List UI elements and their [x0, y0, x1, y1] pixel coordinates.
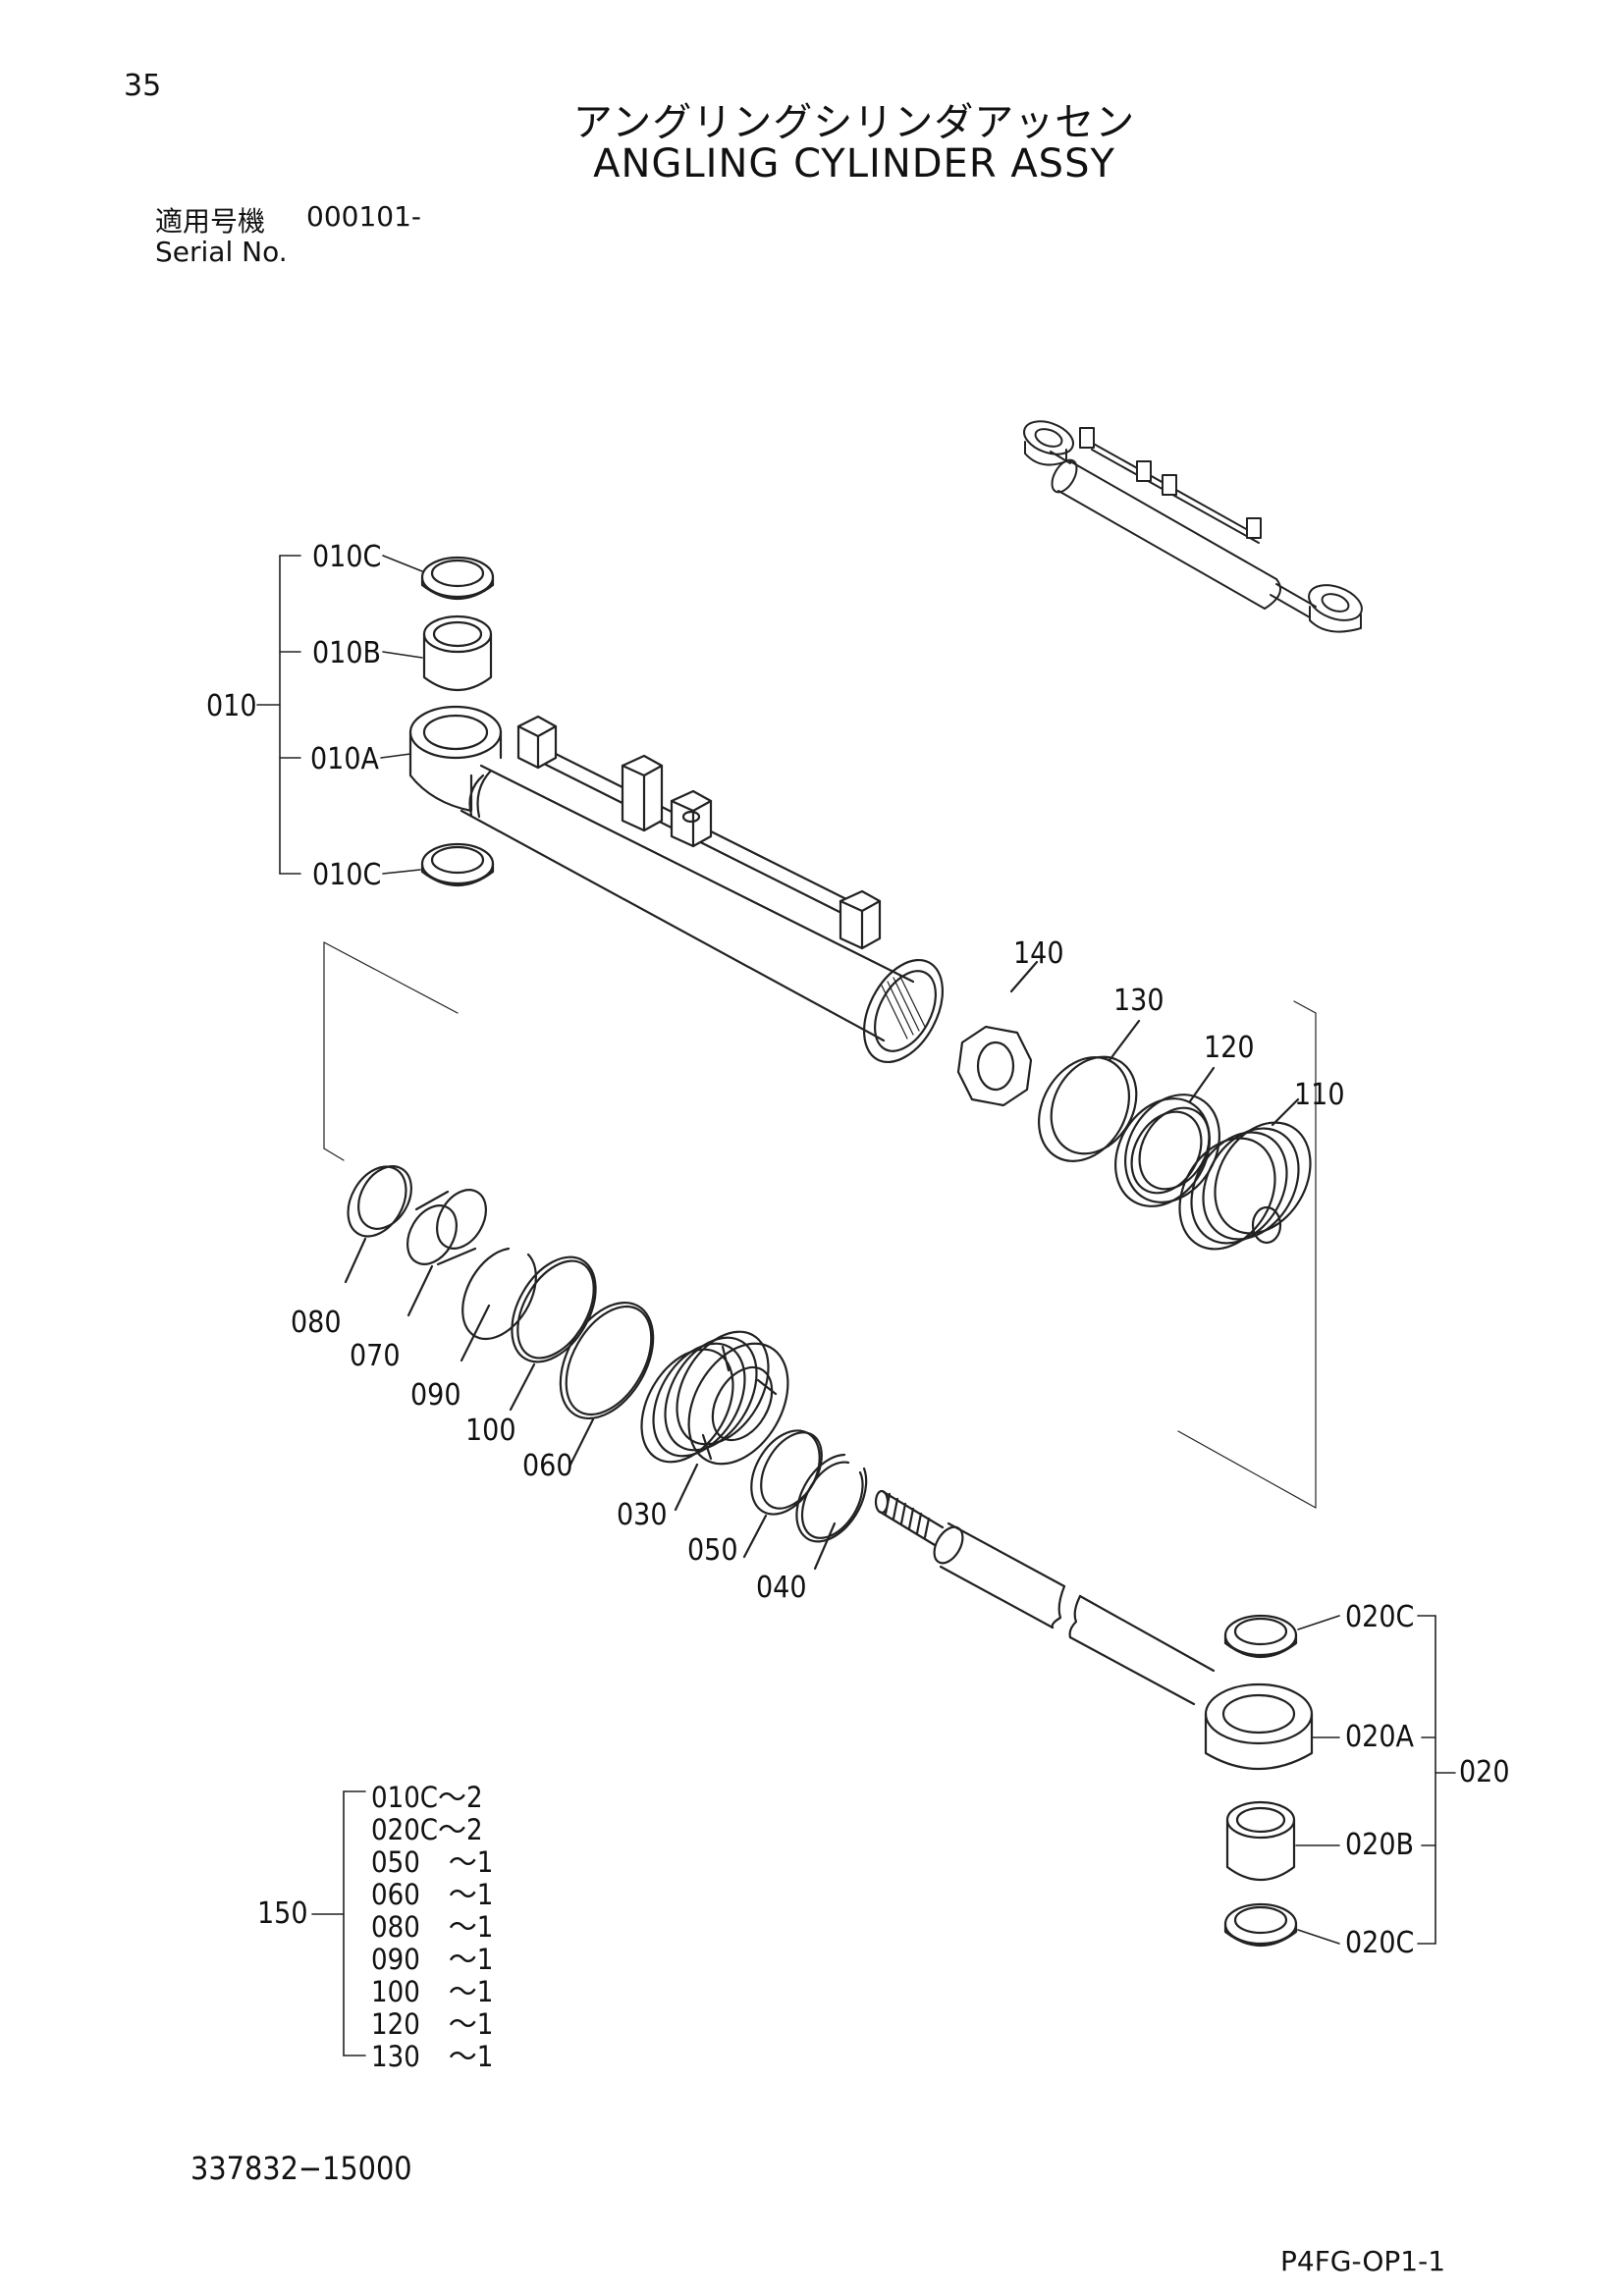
title-japanese: アングリングシリンダアッセン [572, 100, 1136, 145]
phantom-lines [323, 941, 1317, 1509]
bracket-150 [311, 1790, 366, 2056]
part-110-piston [1178, 1097, 1312, 1251]
callout-020C-top: 020C [1345, 1600, 1415, 1634]
callout-010C-bottom: 010C [312, 858, 382, 892]
kit-150-label: 150 [257, 1896, 308, 1931]
kit-item: 020C～2 [371, 1813, 483, 1846]
kit-item: 050 ～1 [371, 1845, 494, 1879]
part-060-oring [559, 1301, 655, 1468]
callout-070: 070 [350, 1339, 401, 1373]
callout-010: 010 [206, 689, 257, 723]
part-030-gland [640, 1330, 789, 1512]
serial-number-value: 000101- [306, 200, 421, 233]
assembled-cylinder-thumbnail [1023, 420, 1363, 633]
kit-item: 120 ～1 [371, 2007, 494, 2041]
part-010B [422, 614, 493, 691]
page-code: P4FG-OP1-1 [1280, 2245, 1446, 2277]
kit-item: 010C～2 [371, 1781, 483, 1814]
part-020-piston-rod [874, 1489, 1314, 1770]
callout-060: 060 [522, 1449, 573, 1483]
callout-080: 080 [291, 1306, 342, 1340]
callout-020: 020 [1459, 1755, 1510, 1789]
kit-item: 090 ～1 [371, 1943, 494, 1976]
part-050-ring [742, 1429, 823, 1559]
callout-110: 110 [1294, 1078, 1345, 1112]
part-080-ring [344, 1165, 412, 1284]
callout-010B: 010B [312, 636, 382, 670]
callout-010A: 010A [310, 742, 379, 776]
part-020C-upper [1223, 1614, 1298, 1659]
callout-090: 090 [410, 1378, 461, 1413]
part-010C-upper [420, 556, 495, 601]
title-english: ANGLING CYLINDER ASSY [593, 141, 1115, 187]
bracket-020 [1295, 1615, 1456, 1945]
part-020B [1225, 1800, 1296, 1881]
callout-040: 040 [756, 1571, 807, 1605]
serial-label-japanese: 適用号機 [155, 205, 266, 238]
part-090-ring [460, 1247, 537, 1362]
callout-020A: 020A [1345, 1720, 1414, 1754]
part-010A-cylinder-tube [408, 705, 945, 1064]
part-070-bushing [406, 1189, 487, 1317]
page-number: 35 [124, 69, 162, 103]
callout-130: 130 [1113, 984, 1164, 1018]
callout-140: 140 [1013, 936, 1064, 971]
callout-050: 050 [687, 1533, 738, 1568]
serial-label-english: Serial No. [155, 236, 288, 268]
part-140-nut [956, 960, 1039, 1107]
callout-020C-bottom: 020C [1345, 1926, 1415, 1960]
callout-030: 030 [617, 1498, 668, 1532]
callout-020B: 020B [1345, 1828, 1415, 1862]
bracket-010 [256, 555, 423, 875]
part-020C-lower [1223, 1902, 1298, 1948]
part-010C-lower [420, 842, 495, 887]
drawing-number: 337832−15000 [190, 2150, 412, 2187]
kit-item: 130 ～1 [371, 2040, 494, 2073]
kit-item: 080 ～1 [371, 1910, 494, 1944]
callout-100: 100 [465, 1414, 516, 1448]
part-100-oring [509, 1255, 597, 1412]
callout-120: 120 [1204, 1031, 1255, 1065]
callout-010C-top: 010C [312, 540, 382, 574]
kit-item: 100 ～1 [371, 1975, 494, 2008]
kit-item: 060 ～1 [371, 1878, 494, 1911]
part-040-snap-ring [795, 1453, 868, 1571]
